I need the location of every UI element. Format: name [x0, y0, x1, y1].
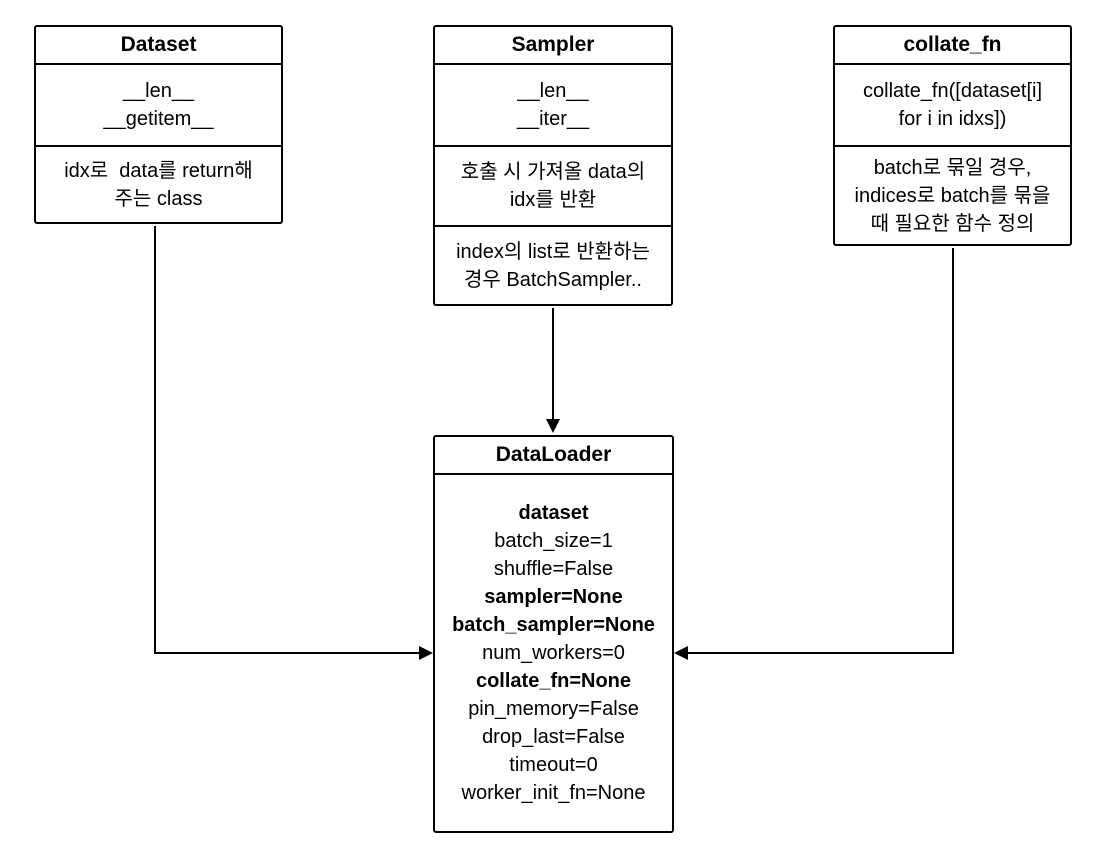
collate-fn-title: collate_fn	[835, 27, 1070, 65]
dataloader-param: batch_size=1	[494, 530, 613, 552]
arrowhead-sampler-to-dataloader-icon	[546, 419, 560, 433]
dataset-title: Dataset	[36, 27, 281, 65]
dataloader-title: DataLoader	[435, 437, 672, 475]
node-collate-fn: collate_fn collate_fn([dataset[i] for i …	[833, 25, 1072, 246]
dataloader-param: shuffle=False	[493, 558, 614, 580]
dataloader-param: collate_fn=None	[475, 670, 632, 692]
dataloader-param: batch_sampler=None	[452, 614, 655, 636]
arrowhead-collatefn-to-dataloader-icon	[674, 646, 688, 660]
node-dataloader: DataLoader dataset batch_size=1 shuffle=Fa…	[433, 435, 674, 833]
node-dataset: Dataset __len__ __getitem__ idx로 data를 r…	[34, 25, 283, 224]
sampler-note: index의 list로 반환하는 경우 BatchSampler..	[435, 225, 671, 304]
collate-fn-signature: collate_fn([dataset[i] for i in idxs])	[863, 80, 1042, 130]
dataloader-param: sampler=None	[484, 586, 623, 608]
node-sampler: Sampler __len__ __iter__ 호출 시 가져올 data의 …	[433, 25, 673, 306]
dataloader-param: drop_last=False	[482, 726, 625, 748]
collate-fn-description: batch로 묶일 경우, indices로 batch를 묶을 때 필요한 함…	[835, 145, 1070, 244]
sampler-methods: __len__ __iter__	[516, 80, 590, 130]
dataloader-params: dataset batch_size=1 shuffle=False sampler=…	[435, 475, 672, 831]
edge-dataset-to-dataloader	[154, 226, 420, 654]
dataloader-param: pin_memory=False	[468, 698, 639, 720]
sampler-title: Sampler	[435, 27, 671, 65]
sampler-description: 호출 시 가져올 data의 idx를 반환	[435, 145, 671, 225]
dataloader-param: worker_init_fn=None	[461, 782, 646, 804]
dataset-methods: __len__ __getitem__	[103, 80, 214, 130]
dataset-description: idx로 data를 return해 주는 class	[36, 145, 281, 222]
edge-collatefn-to-dataloader	[687, 248, 954, 654]
dataloader-param: num_workers=0	[482, 642, 625, 664]
dataloader-param: timeout=0	[509, 754, 598, 776]
dataloader-param: dataset	[518, 502, 589, 524]
arrowhead-dataset-to-dataloader-icon	[419, 646, 433, 660]
